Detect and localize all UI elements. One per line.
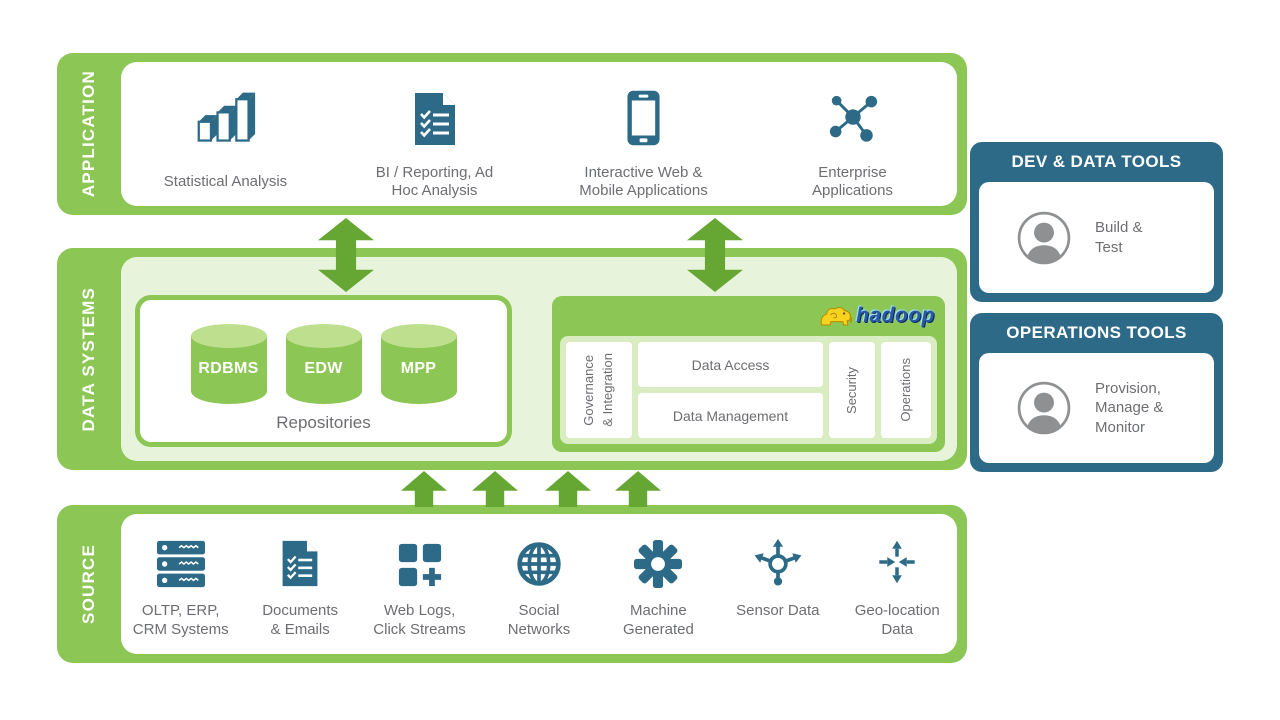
source-item-sensor-data: Sensor Data [718, 514, 837, 654]
operations-label: Operations [897, 358, 913, 422]
hadoop-cell-operations: Operations [881, 342, 931, 438]
source-band-label-text: SOURCE [79, 544, 98, 624]
source-item-label: Geo-location Data [854, 602, 940, 638]
cylinder-label: EDW [304, 360, 343, 377]
person-avatar-icon [1015, 209, 1073, 267]
up-arrow-source-datasystems-4 [615, 471, 661, 507]
source-item-machine-generated: Machine Generated [599, 514, 718, 654]
source-item-label: Sensor Data [736, 602, 820, 619]
up-arrow-source-datasystems-3 [545, 471, 591, 507]
source-items: OLTP, ERP, CRM Systems [121, 514, 957, 654]
operations-tools-body: Provision, Manage & Monitor [979, 353, 1214, 463]
cylinder-label: MPP [400, 360, 437, 377]
hadoop-cell-data-access: Data Access [638, 342, 823, 387]
database-cylinder-mpp: MPP [380, 324, 457, 404]
application-band-label-text: APPLICATION [79, 70, 98, 198]
document-checklist-icon [280, 514, 320, 588]
application-item-label: Interactive Web & Mobile Applications [579, 163, 708, 200]
report-checklist-icon [412, 62, 458, 147]
application-item-interactive-web-mobile: Interactive Web & Mobile Applications [539, 62, 748, 206]
source-item-oltp-erp-crm: OLTP, ERP, CRM Systems [121, 514, 240, 654]
source-item-social-networks: Social Networks [479, 514, 598, 654]
application-item-label: Enterprise Applications [812, 163, 893, 200]
molecule-icon [826, 62, 880, 147]
application-band-inner: Statistical Analysis [121, 62, 957, 206]
hadoop-logo-text: hadoop [856, 304, 935, 327]
application-item-bi-reporting: BI / Reporting, Ad Hoc Analysis [330, 62, 539, 206]
operations-tools-panel: OPERATIONS TOOLS Provision, Manage & Mon… [970, 313, 1223, 472]
hadoop-cell-governance-integration: Governance & Integration [566, 342, 632, 438]
bar-chart-3d-icon [195, 62, 257, 147]
smartphone-icon [626, 62, 661, 147]
hadoop-middle-column: Data Access Data Management [638, 342, 823, 438]
web-logs-icon [397, 514, 443, 588]
database-cylinder-edw: EDW [285, 324, 362, 404]
source-item-label: OLTP, ERP, CRM Systems [132, 602, 229, 638]
globe-icon [515, 514, 563, 588]
source-band-inner: OLTP, ERP, CRM Systems [121, 514, 957, 654]
cylinder-label: RDBMS [198, 360, 259, 377]
database-cylinder-rdbms: RDBMS [190, 324, 267, 404]
source-item-web-logs: Web Logs, Click Streams [360, 514, 479, 654]
repository-cylinders: RDBMS EDW MPP [140, 324, 507, 404]
source-item-label: Documents & Emails [262, 602, 339, 638]
application-item-label: Statistical Analysis [163, 173, 288, 191]
up-arrow-source-datasystems-2 [472, 471, 518, 507]
hadoop-box: hadoop Governance & Integration Data Acc… [552, 296, 945, 452]
person-avatar-icon [1015, 379, 1073, 437]
application-item-enterprise-applications: Enterprise Applications [748, 62, 957, 206]
dev-data-tools-panel: DEV & DATA TOOLS Build & Test [970, 142, 1223, 302]
cylinder-top [190, 324, 267, 348]
hadoop-logo: hadoop [819, 300, 935, 332]
repositories-caption: Repositories [276, 413, 371, 432]
data-systems-band-label-text: DATA SYSTEMS [79, 286, 98, 432]
sensor-icon [753, 514, 802, 588]
dev-data-tools-body: Build & Test [979, 182, 1214, 293]
source-band-label: SOURCE [57, 505, 121, 663]
governance-label: Governance & Integration [581, 353, 615, 427]
hadoop-inner: Governance & Integration Data Access Dat… [560, 336, 937, 444]
cylinder-top [285, 324, 362, 348]
data-systems-band-label: DATA SYSTEMS [57, 248, 121, 470]
operations-tools-title: OPERATIONS TOOLS [1006, 323, 1187, 342]
up-arrow-source-datasystems-1 [401, 471, 447, 507]
gear-icon [634, 514, 683, 588]
security-label: Security [843, 366, 859, 414]
server-stack-icon [156, 514, 206, 588]
source-item-geo-location: Geo-location Data [838, 514, 957, 654]
operations-tools-label: Provision, Manage & Monitor [1095, 379, 1164, 436]
dev-data-tools-title: DEV & DATA TOOLS [1011, 152, 1182, 171]
source-item-label: Social Networks [507, 602, 571, 638]
dev-data-tools-label: Build & Test [1095, 219, 1143, 256]
repositories-box: RDBMS EDW MPP Repositories [135, 295, 512, 447]
application-item-statistical-analysis: Statistical Analysis [121, 62, 330, 206]
hadoop-cell-security: Security [829, 342, 875, 438]
source-item-label: Web Logs, Click Streams [373, 602, 466, 638]
application-band: APPLICATION [57, 53, 967, 215]
hadoop-cell-data-management: Data Management [638, 393, 823, 438]
application-items: Statistical Analysis [121, 62, 957, 206]
application-band-label: APPLICATION [57, 53, 121, 215]
source-item-documents-emails: Documents & Emails [240, 514, 359, 654]
application-item-label: BI / Reporting, Ad Hoc Analysis [375, 163, 494, 200]
geo-location-icon [874, 514, 920, 588]
source-band: SOURCE [57, 505, 967, 663]
cylinder-top [380, 324, 457, 348]
source-item-label: Machine Generated [622, 602, 694, 638]
hadoop-elephant-icon [819, 303, 853, 330]
